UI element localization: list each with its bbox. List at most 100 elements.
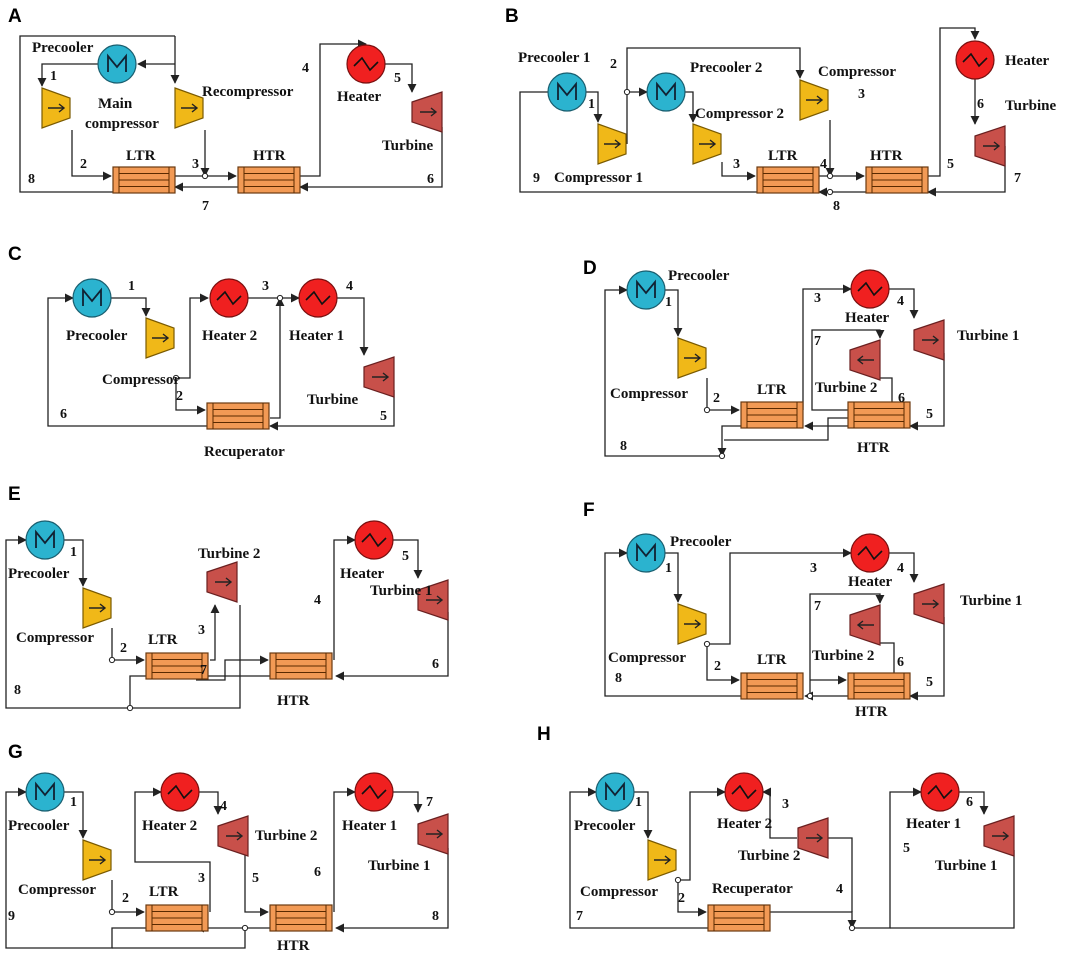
state-point-label: 5: [252, 871, 259, 886]
junction-node: [201, 172, 209, 180]
state-point-label: 4: [820, 157, 827, 172]
component-label: Compressor 2: [695, 106, 784, 122]
component-label: Heater: [340, 566, 384, 582]
junction-node: [172, 374, 180, 382]
flow-line: [299, 127, 443, 192]
flow-line: [393, 539, 423, 579]
heater-icon: [160, 772, 200, 812]
state-point-label: 7: [814, 334, 821, 349]
heater-icon: [354, 772, 394, 812]
flow-line: [134, 787, 211, 912]
flow-line: [19, 35, 175, 193]
component-label: Turbine 2: [255, 828, 317, 844]
flow-line: [802, 284, 852, 410]
flow-line: [335, 612, 449, 681]
flow-line: [333, 787, 356, 912]
flow-line: [5, 535, 130, 709]
flow-line: [333, 535, 356, 660]
precooler-icon: [72, 278, 112, 318]
heat-exchanger-icon: [707, 904, 771, 932]
component-label: HTR: [855, 704, 888, 720]
junction-node: [806, 692, 814, 700]
component-label: Recompressor: [202, 84, 294, 100]
junction-node: [826, 188, 834, 196]
turbine-icon: [206, 561, 238, 603]
turbine-icon: [983, 815, 1015, 857]
flow-line: [519, 91, 757, 193]
flow-line: [809, 593, 885, 696]
component-label: LTR: [148, 632, 178, 648]
state-point-label: 3: [810, 561, 817, 576]
state-point-label: 7: [576, 909, 583, 924]
panel-letter: H: [537, 724, 551, 745]
state-point-label: 4: [314, 593, 321, 608]
flow-line: [64, 791, 88, 839]
state-point-label: 8: [833, 199, 840, 214]
component-label: Compressor: [610, 386, 688, 402]
component-label: Compressor: [18, 882, 96, 898]
flow-line: [707, 548, 852, 645]
component-label: compressor: [85, 116, 159, 132]
component-label: Turbine 1: [370, 583, 432, 599]
component-label: Turbine 2: [815, 380, 877, 396]
turbine-icon: [913, 319, 945, 361]
state-point-label: 8: [28, 172, 35, 187]
heater-icon: [850, 269, 890, 309]
component-label: Heater: [848, 574, 892, 590]
flow-line: [175, 378, 206, 415]
junction-node: [623, 88, 631, 96]
state-point-label: 2: [610, 57, 617, 72]
state-point-label: 1: [128, 279, 135, 294]
junction-node: [848, 924, 856, 932]
component-label: Turbine 1: [960, 593, 1022, 609]
state-point-label: 3: [192, 157, 199, 172]
turbine-icon: [849, 339, 881, 381]
flow-line: [928, 27, 980, 177]
flow-line: [665, 552, 683, 603]
precooler-icon: [626, 533, 666, 573]
flow-line: [852, 787, 922, 929]
flow-line: [959, 791, 989, 815]
heat-exchanger-icon: [865, 166, 929, 194]
panel-letter: A: [8, 6, 22, 27]
component-label: Turbine 1: [957, 328, 1019, 344]
turbine-icon: [363, 356, 395, 398]
state-point-label: 7: [1014, 171, 1021, 186]
junction-node: [826, 172, 834, 180]
heater-icon: [724, 772, 764, 812]
state-point-label: 7: [814, 599, 821, 614]
junction-node: [674, 876, 682, 884]
flow-line: [176, 293, 209, 379]
flow-line: [130, 605, 241, 709]
heat-exchanger-icon: [206, 402, 270, 430]
junction-node: [703, 406, 711, 414]
precooler-icon: [25, 520, 65, 560]
heat-exchanger-icon: [237, 166, 301, 194]
state-point-label: 5: [402, 549, 409, 564]
component-label: Precooler: [668, 268, 730, 284]
compressor-icon: [677, 603, 707, 645]
compressor-icon: [82, 839, 112, 881]
heater-icon: [354, 520, 394, 560]
turbine-icon: [913, 583, 945, 625]
component-label: HTR: [277, 693, 310, 709]
flow-line: [677, 880, 707, 917]
flow-line: [889, 288, 919, 319]
flow-line: [112, 928, 246, 949]
turbine-icon: [411, 91, 443, 133]
flow-line: [762, 787, 797, 839]
state-point-label: 1: [635, 795, 642, 810]
state-point-label: 7: [200, 663, 207, 678]
component-label: Precooler 1: [518, 50, 590, 66]
state-point-label: 8: [615, 671, 622, 686]
heater-icon: [850, 533, 890, 573]
state-point-label: 4: [220, 799, 227, 814]
state-point-label: 3: [198, 871, 205, 886]
precooler-icon: [626, 270, 666, 310]
flow-line: [909, 353, 945, 431]
precooler-icon: [646, 72, 686, 112]
state-point-label: 8: [14, 683, 21, 698]
state-point-label: 6: [432, 657, 439, 672]
turbine-icon: [797, 817, 829, 859]
heat-exchanger-icon: [756, 166, 820, 194]
